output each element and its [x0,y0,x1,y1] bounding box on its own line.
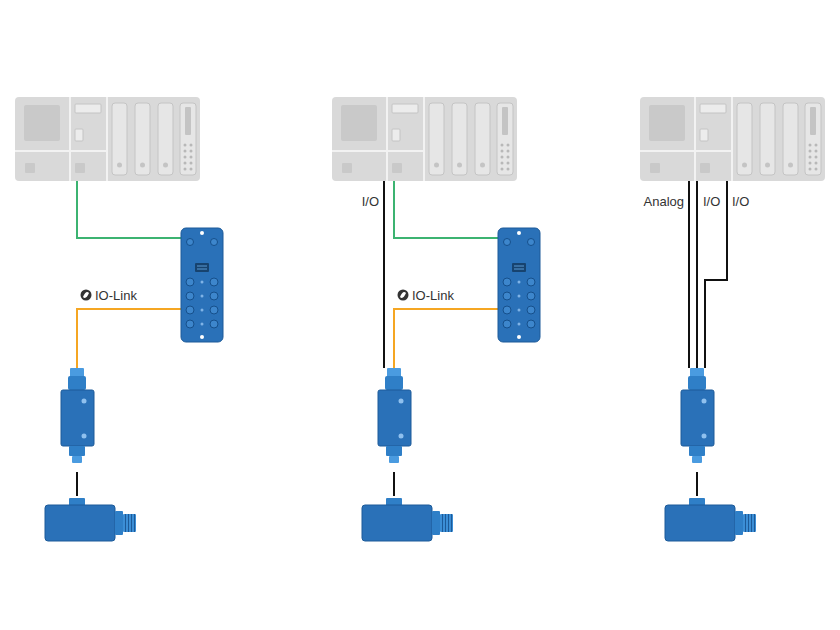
converter-and-sensor [45,368,136,541]
signal-label: I/O [360,194,381,209]
io-link-wire [394,309,498,368]
bus-label: IO-Link [410,288,456,303]
signal-label: I/O [701,194,722,209]
plc-rack [332,97,517,181]
io-link-wire [77,309,181,368]
io-link-logo [398,290,409,301]
io-link-master [181,228,223,342]
io-link-master [498,228,540,342]
io-link-logo [81,290,92,301]
plc-rack [15,97,200,181]
converter-and-sensor [362,368,453,541]
bus-label: IO-Link [93,288,139,303]
signal-label: Analog [642,194,686,209]
io-wire [696,181,698,368]
fieldbus-wire [77,181,181,238]
converter-and-sensor [665,368,756,541]
io-wire [705,181,727,368]
plc-rack [640,97,825,181]
fieldbus-wire [394,181,498,238]
analog-wire [688,181,690,368]
signal-label: I/O [730,194,751,209]
io-wire [383,181,385,368]
